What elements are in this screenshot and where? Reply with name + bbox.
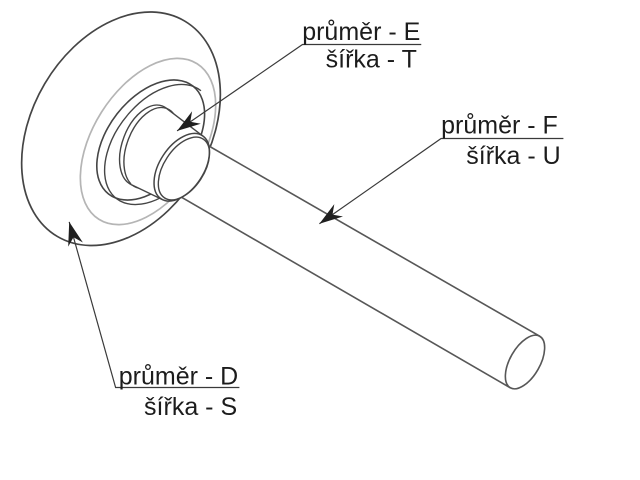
shaft-bottom-edge: [161, 185, 511, 389]
shaft-top-edge: [194, 137, 541, 337]
shaft-width-label: šířka - U: [466, 142, 560, 170]
wheel-diameter-label: průměr - D: [119, 363, 238, 391]
barrel-front-inner-ellipse: [157, 136, 211, 201]
shaft-end-cap-ellipse: [504, 334, 546, 390]
barrel-bottom-edge: [130, 183, 163, 201]
wheel-width-label: šířka - S: [144, 393, 237, 421]
leader-line-wheel: [68, 221, 240, 389]
hub-cup-inner-edge: [103, 83, 202, 206]
shaft-diameter-label: průměr - F: [441, 112, 558, 140]
leader-line-hub: [176, 43, 422, 132]
hub-width-label: šířka - T: [326, 46, 417, 74]
hub-diameter-label: průměr - E: [302, 18, 420, 46]
leader-arrowhead-hub: [177, 111, 201, 131]
shaft-body: [162, 138, 540, 388]
leader-line-shaft: [319, 137, 564, 225]
leader-arrowhead-shaft: [319, 204, 343, 224]
leader-arrowhead-wheel: [68, 221, 83, 247]
